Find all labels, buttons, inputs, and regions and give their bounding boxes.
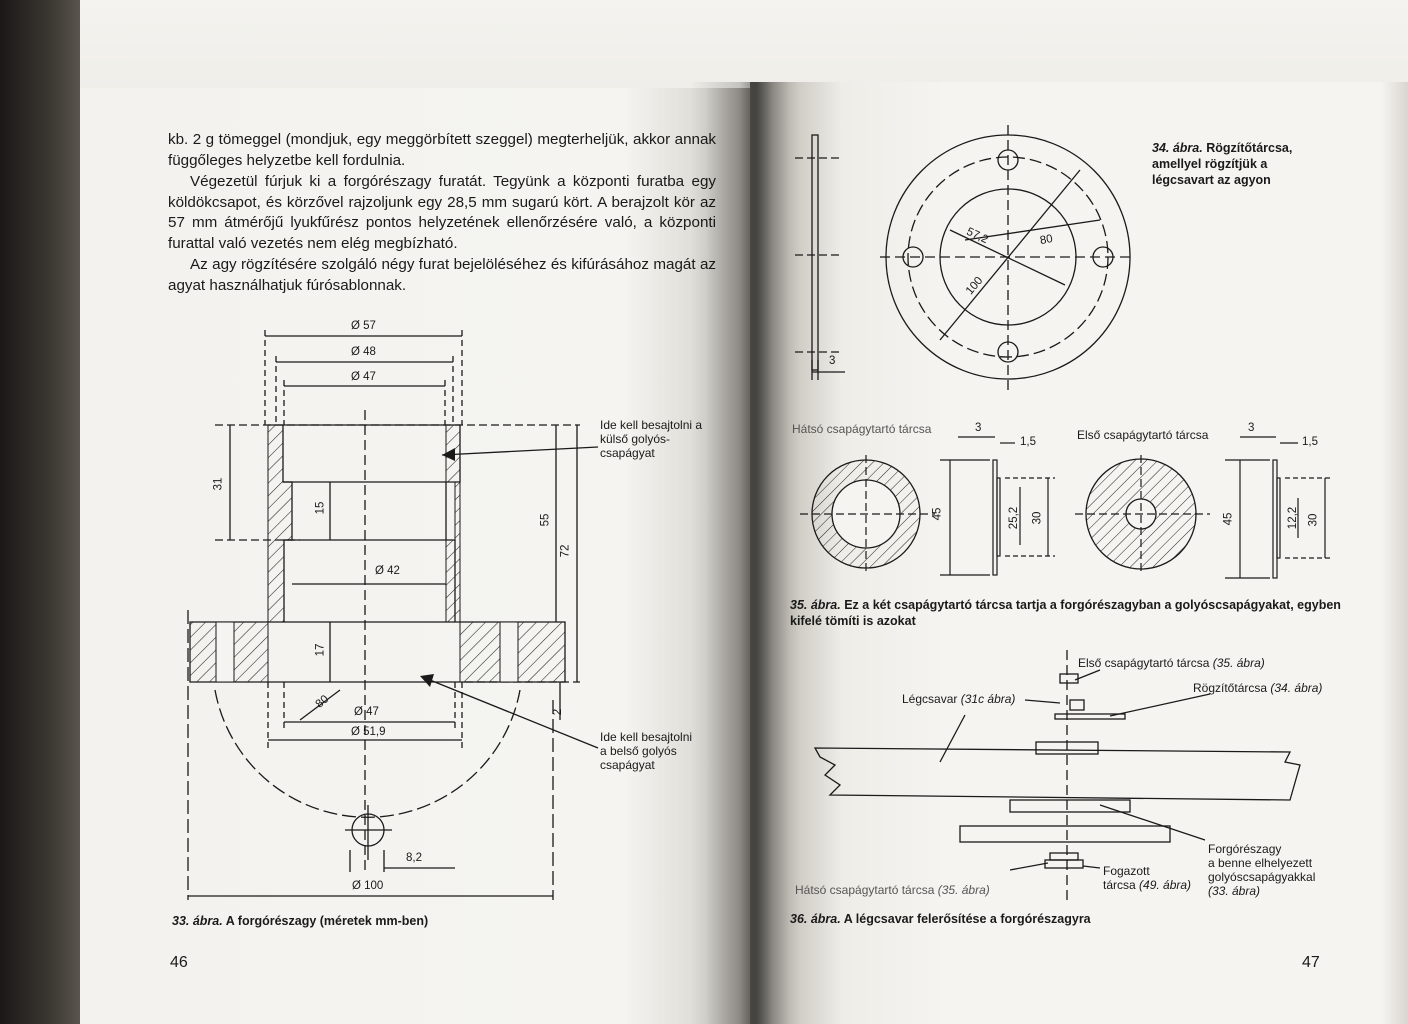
dim-d48: Ø 48	[351, 346, 376, 358]
label-front-disc-ref: (35. ábra)	[1212, 656, 1265, 670]
figure-33-caption: 33. ábra. A forgórészagy (méretek mm-ben…	[172, 913, 428, 929]
figure-33-caption-text: A forgórészagy (méretek mm-ben)	[225, 914, 429, 928]
dim-d100: Ø 100	[352, 880, 384, 892]
figure-35-caption-label: 35. ábra.	[790, 598, 841, 612]
note-outer-bearing: Ide kell besajtolni a külső golyós-csapá…	[600, 418, 703, 460]
label-propeller-ref: (31c ábra)	[960, 692, 1016, 706]
label-rotor: Forgórészagy a benne elhelyezett golyósc…	[1208, 842, 1315, 898]
dim-d42: Ø 42	[375, 565, 400, 577]
label-toothed-line1: Fogazott	[1103, 864, 1150, 878]
dim-3b: 3	[1248, 422, 1255, 434]
paragraph-2: Végezetül fúrjuk ki a forgórészagy furat…	[168, 173, 716, 252]
figure-35-caption: 35. ábra. Ez a két csapágytartó tárcsa t…	[790, 597, 1350, 629]
label-rotor-ref: (33. ábra)	[1208, 884, 1261, 898]
figure-33-caption-label: 33. ábra.	[172, 914, 223, 928]
label-propeller-text: Légcsavar	[902, 692, 958, 706]
dim-thickness-3: 3	[829, 355, 836, 367]
note-inner-bearing: Ide kell besajtolni a belső golyós csapá…	[600, 730, 693, 772]
label-toothed-disc: Fogazott tárcsa (49. ábra)	[1103, 864, 1191, 892]
figure-35-caption-text: Ez a két csapágytartó tárcsa tartja a fo…	[790, 598, 1341, 628]
label-fixing-disc-ref: (34. ábra)	[1270, 681, 1323, 695]
paragraph-1: kb. 2 g tömeggel (mondjuk, egy meggörbít…	[168, 131, 716, 169]
figure-36-caption: 36. ábra. A légcsavar felerősítése a for…	[790, 911, 1091, 927]
front-disc-title: Első csapágytartó tárcsa	[1077, 428, 1209, 442]
label-rotor-line1: Forgórészagy	[1208, 842, 1282, 856]
label-fixing-disc: Rögzítőtárcsa (34. ábra)	[1193, 681, 1322, 695]
label-propeller: Légcsavar (31c ábra)	[902, 692, 1015, 706]
dim-d47-bot: Ø 47	[354, 706, 379, 718]
dim-8-2: 8,2	[406, 852, 422, 864]
label-rear-disc: Hátsó csapágytartó tárcsa (35. ábra)	[795, 883, 990, 897]
label-rotor-line2: a benne elhelyezett	[1208, 856, 1313, 870]
figure-34-caption-label: 34. ábra.	[1152, 141, 1203, 155]
scanner-edge	[0, 0, 80, 1024]
figure-36-caption-text: A légcsavar felerősítése a forgórészagyr…	[843, 912, 1091, 926]
figure-36-caption-label: 36. ábra.	[790, 912, 841, 926]
label-rear-disc-ref: (35. ábra)	[937, 883, 990, 897]
label-toothed-ref: (49. ábra)	[1139, 878, 1192, 892]
page-number-right: 47	[1302, 954, 1320, 971]
label-front-disc-text: Első csapágytartó tárcsa	[1078, 656, 1210, 670]
dim-1-5a: 1,5	[1020, 436, 1036, 448]
paragraph-3: Az agy rögzítésére szolgáló négy furat b…	[168, 256, 716, 294]
rear-disc-title: Hátsó csapágytartó tárcsa	[792, 422, 932, 436]
dim-1-5b: 1,5	[1302, 436, 1318, 448]
dim-d57: Ø 57	[351, 320, 376, 332]
dim-3a: 3	[975, 422, 982, 434]
page-number-left: 46	[170, 954, 188, 971]
label-rotor-line3: golyóscsapágyakkal	[1208, 870, 1316, 884]
dim-d47-top: Ø 47	[351, 371, 376, 383]
label-toothed-line2: tárcsa	[1103, 878, 1136, 892]
scan-background	[0, 0, 1408, 90]
figure-34-caption-text: Rögzítőtárcsa, amellyel rögzítjük a légc…	[1152, 141, 1293, 187]
label-rear-disc-text: Hátsó csapágytartó tárcsa	[795, 883, 935, 897]
figure-34-caption: 34. ábra. Rögzítőtárcsa, amellyel rögzít…	[1152, 140, 1322, 188]
label-fixing-disc-text: Rögzítőtárcsa	[1193, 681, 1268, 695]
dim-d51-9: Ø 51,9	[351, 726, 386, 738]
label-front-disc: Első csapágytartó tárcsa (35. ábra)	[1078, 656, 1265, 670]
